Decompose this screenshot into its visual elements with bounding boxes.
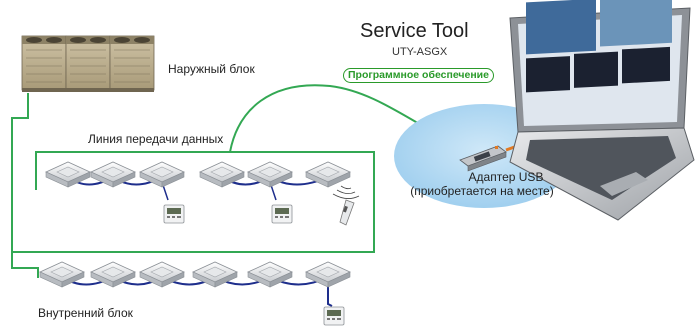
data-transmission-line: [11, 84, 471, 278]
software-badge: Программное обеспечение: [343, 68, 494, 83]
laptop-icon: [509, 0, 695, 221]
indoor-unit-label: Внутренний блок: [38, 306, 133, 320]
outdoor-unit-icon: [21, 35, 155, 92]
adapter-label: Адаптер USB: [468, 170, 544, 184]
outdoor-unit-label: Наружный блок: [168, 62, 255, 76]
service-tool-title: Service Tool: [360, 20, 469, 42]
model-label: UTY-ASGX: [392, 46, 448, 58]
wireless-remote-controller-icon: [332, 185, 360, 226]
adapter-note-label: (приобретается на месте): [410, 184, 554, 198]
wired-remote-controller-icon: [163, 204, 345, 326]
data-line-label: Линия передачи данных: [88, 132, 224, 146]
